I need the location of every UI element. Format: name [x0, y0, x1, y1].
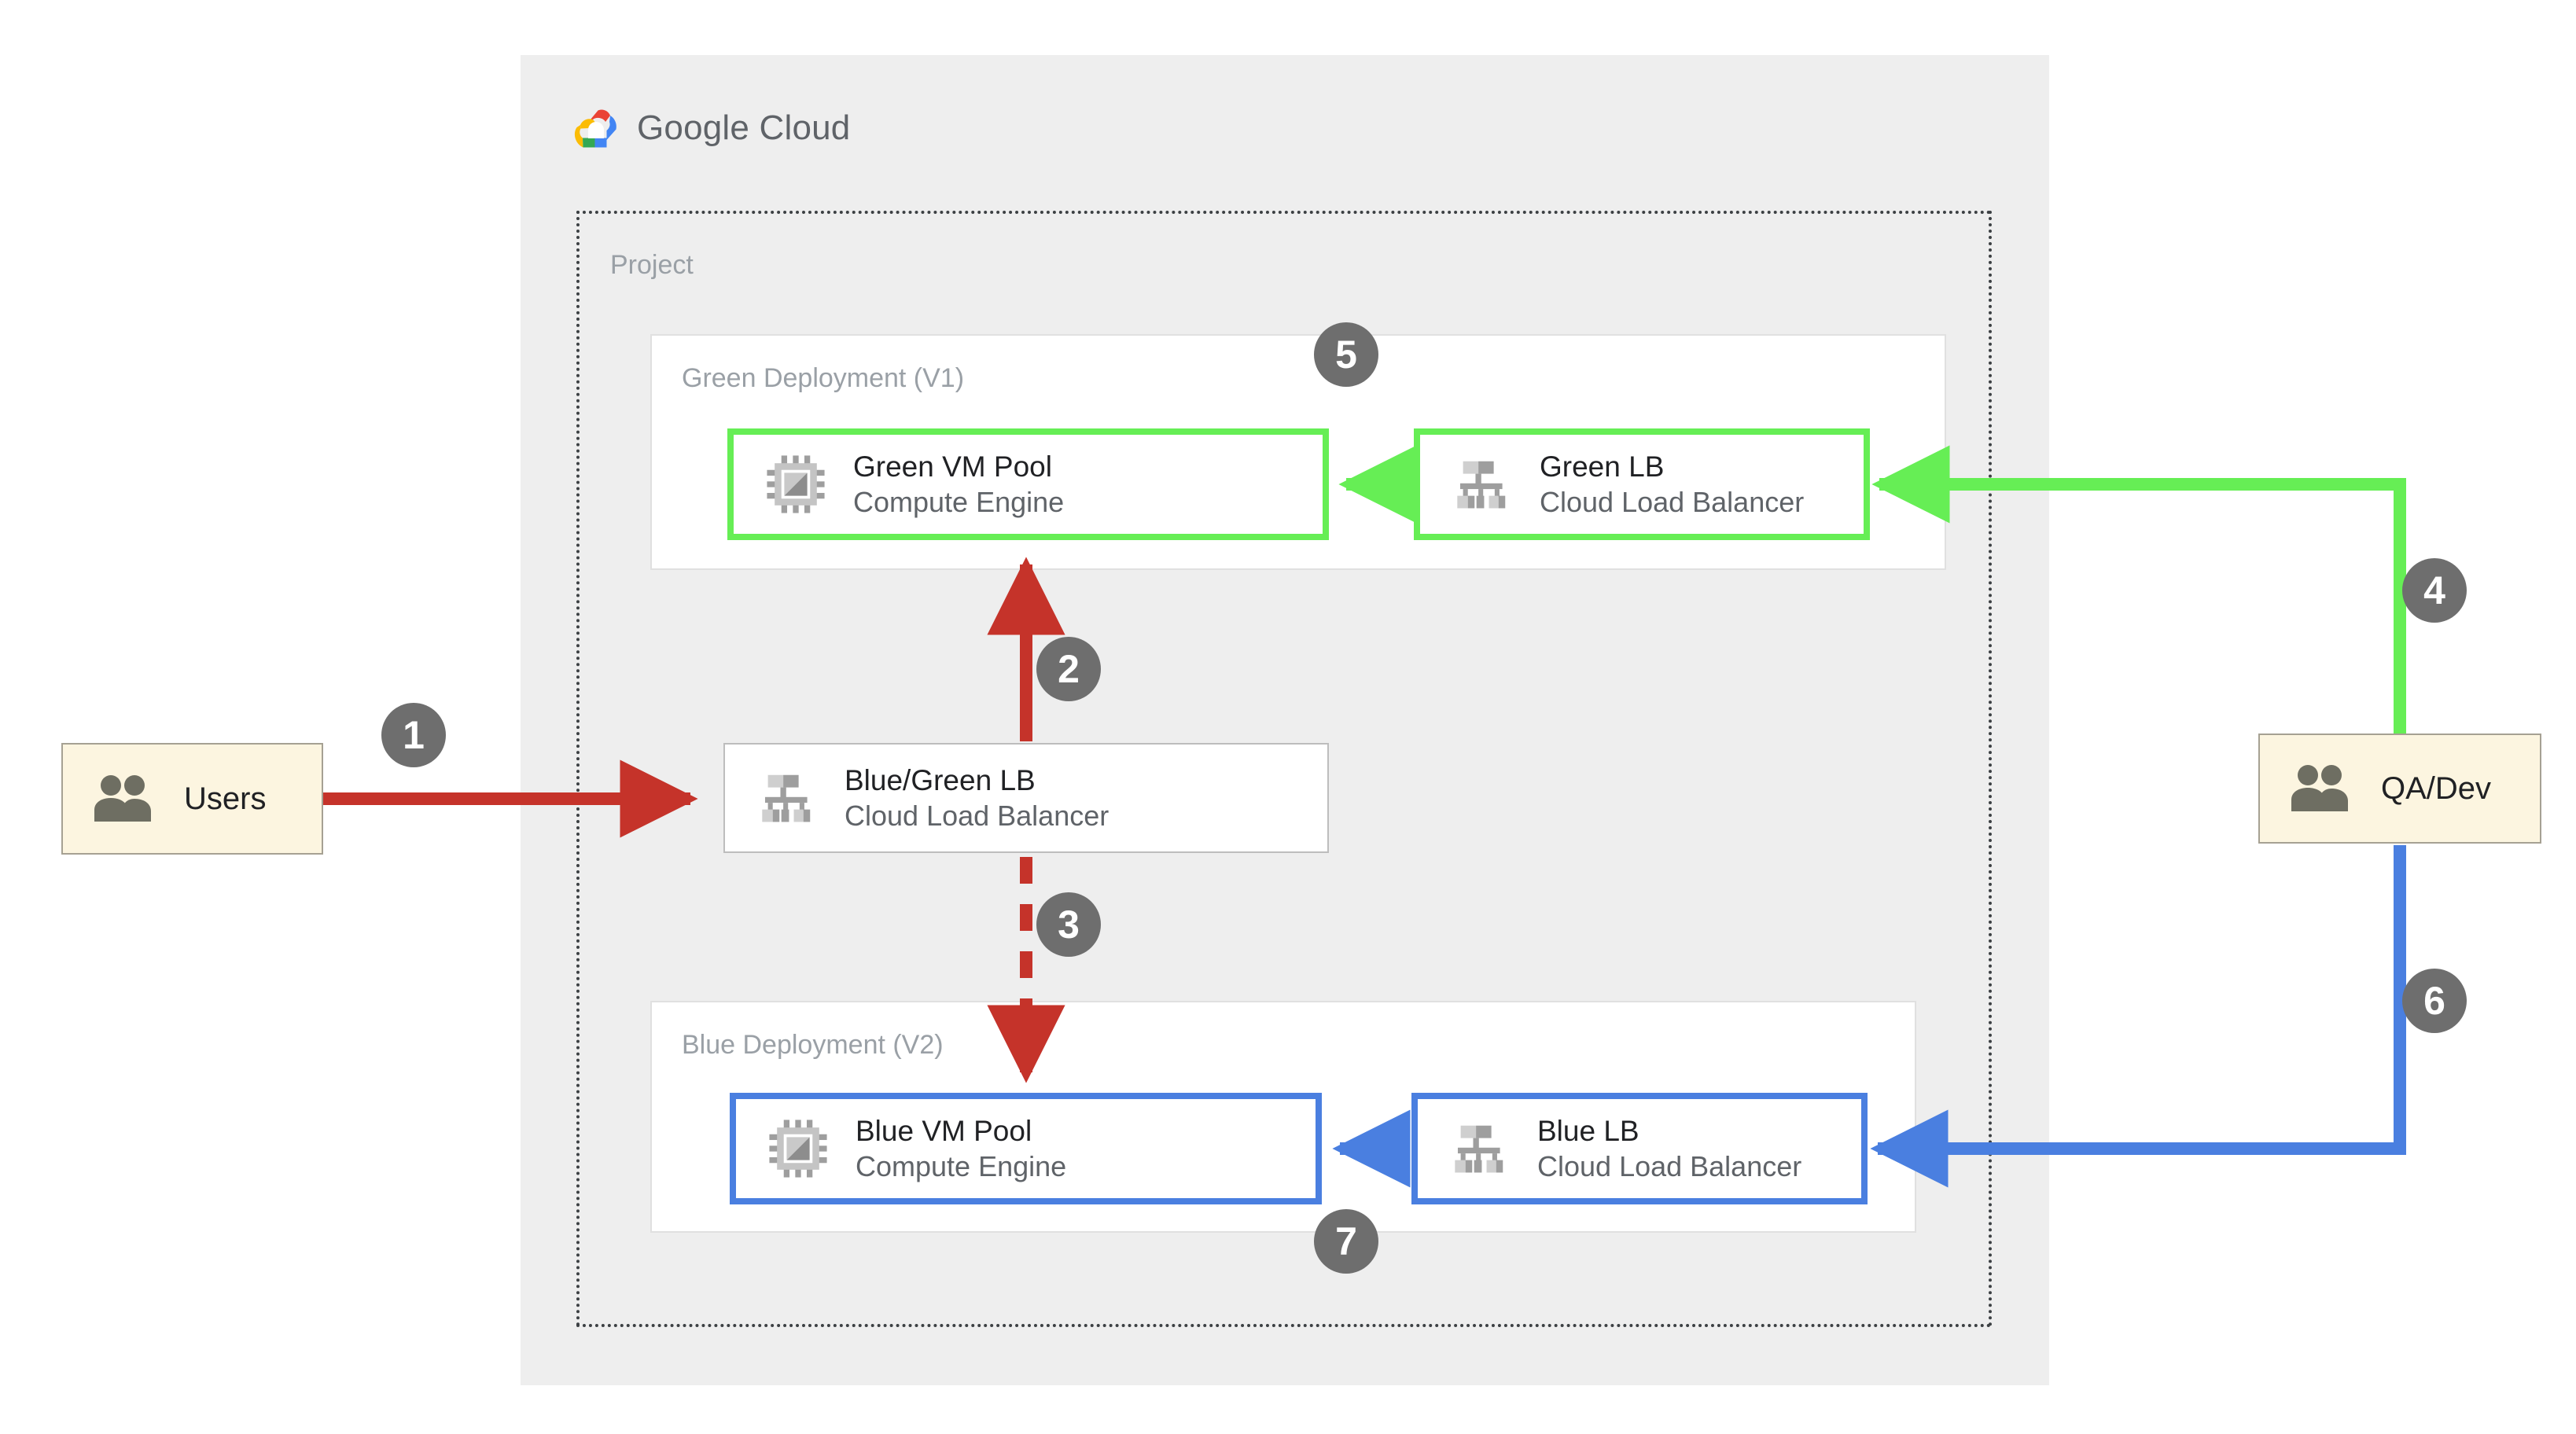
- node-subtitle: Cloud Load Balancer: [1540, 485, 1805, 518]
- green-deployment-label: Green Deployment (V1): [682, 363, 965, 393]
- actor-qa-dev[interactable]: QA/Dev: [2258, 734, 2541, 844]
- node-green-vm-pool[interactable]: Green VM Pool Compute Engine: [727, 428, 1329, 540]
- brand-name: Google Cloud: [637, 108, 850, 148]
- node-subtitle: Cloud Load Balancer: [1537, 1149, 1802, 1182]
- step-badge-1: 1: [381, 703, 446, 767]
- actor-users[interactable]: Users: [61, 743, 323, 855]
- load-balancer-icon: [1455, 1125, 1503, 1173]
- load-balancer-icon: [762, 774, 811, 822]
- project-label: Project: [610, 250, 694, 280]
- people-icon: [2291, 765, 2348, 811]
- step-badge-5: 5: [1314, 322, 1378, 387]
- node-title: Green LB: [1540, 450, 1665, 484]
- brand-name-part1: Google: [637, 108, 750, 147]
- node-subtitle: Cloud Load Balancer: [845, 799, 1110, 832]
- node-green-lb[interactable]: Green LB Cloud Load Balancer: [1414, 428, 1870, 540]
- blue-deployment-label: Blue Deployment (V2): [682, 1030, 944, 1060]
- cpu-chip-icon: [767, 455, 825, 513]
- connector-qadev-to-blue-lb: [1870, 845, 2406, 1188]
- google-cloud-logo-icon: [574, 109, 616, 148]
- node-text: Green VM Pool Compute Engine: [853, 449, 1064, 519]
- node-title: Blue/Green LB: [845, 764, 1036, 797]
- brand-name-part2: Cloud: [749, 108, 851, 147]
- node-text: Blue/Green LB Cloud Load Balancer: [845, 763, 1109, 833]
- node-blue-vm-pool[interactable]: Blue VM Pool Compute Engine: [730, 1093, 1322, 1204]
- step-badge-4: 4: [2402, 558, 2467, 623]
- connector-qadev-to-green-lb: [1871, 445, 2406, 734]
- people-icon: [94, 775, 151, 822]
- actor-label: QA/Dev: [2381, 770, 2492, 806]
- node-subtitle: Compute Engine: [856, 1149, 1067, 1182]
- step-badge-3: 3: [1036, 892, 1101, 957]
- node-blue-lb[interactable]: Blue LB Cloud Load Balancer: [1411, 1093, 1868, 1204]
- node-title: Blue VM Pool: [856, 1115, 1032, 1148]
- google-cloud-brand: Google Cloud: [574, 104, 850, 153]
- step-badge-7: 7: [1314, 1209, 1378, 1274]
- node-bluegreen-lb[interactable]: Blue/Green LB Cloud Load Balancer: [723, 743, 1329, 853]
- node-text: Green LB Cloud Load Balancer: [1540, 449, 1804, 519]
- step-badge-2: 2: [1036, 637, 1101, 701]
- node-title: Green VM Pool: [853, 450, 1052, 484]
- actor-label: Users: [184, 781, 267, 816]
- cpu-chip-icon: [769, 1120, 827, 1178]
- project-boundary: [576, 211, 1992, 1327]
- node-text: Blue LB Cloud Load Balancer: [1537, 1113, 1801, 1183]
- load-balancer-icon: [1457, 461, 1506, 509]
- node-title: Blue LB: [1537, 1115, 1639, 1148]
- node-text: Blue VM Pool Compute Engine: [856, 1113, 1066, 1183]
- step-badge-6: 6: [2402, 969, 2467, 1033]
- node-subtitle: Compute Engine: [853, 485, 1065, 518]
